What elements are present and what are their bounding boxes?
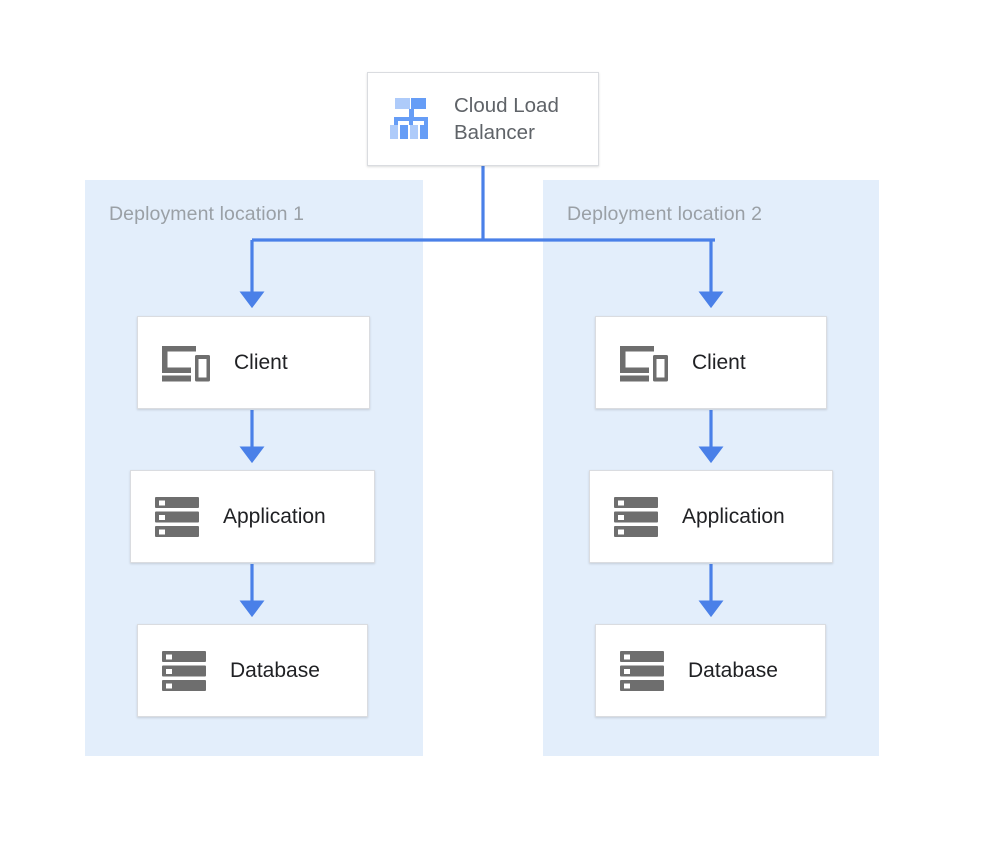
node-application-location-1[interactable]: Application	[130, 470, 375, 563]
node-label: Client	[692, 350, 746, 374]
client-devices-icon	[618, 340, 670, 386]
node-client-location-2[interactable]: Client	[595, 316, 827, 409]
node-cloud-load-balancer[interactable]: Cloud Load Balancer	[367, 72, 599, 166]
node-database-location-2[interactable]: Database	[595, 624, 826, 717]
node-database-location-1[interactable]: Database	[137, 624, 368, 717]
deployment-location-2-label: Deployment location 2	[567, 203, 763, 225]
node-client-location-1[interactable]: Client	[137, 316, 370, 409]
node-application-location-2[interactable]: Application	[589, 470, 833, 563]
server-stack-icon	[160, 649, 208, 693]
node-label: Application	[682, 504, 785, 528]
node-label: Application	[223, 504, 326, 528]
node-label: Cloud Load Balancer	[454, 93, 559, 144]
client-devices-icon	[160, 340, 212, 386]
server-stack-icon	[612, 495, 660, 539]
node-label: Database	[688, 658, 778, 682]
node-label: Client	[234, 350, 288, 374]
server-stack-icon	[618, 649, 666, 693]
load-balancer-icon	[388, 95, 436, 143]
node-label: Database	[230, 658, 320, 682]
deployment-location-1-label: Deployment location 1	[109, 203, 305, 225]
server-stack-icon	[153, 495, 201, 539]
